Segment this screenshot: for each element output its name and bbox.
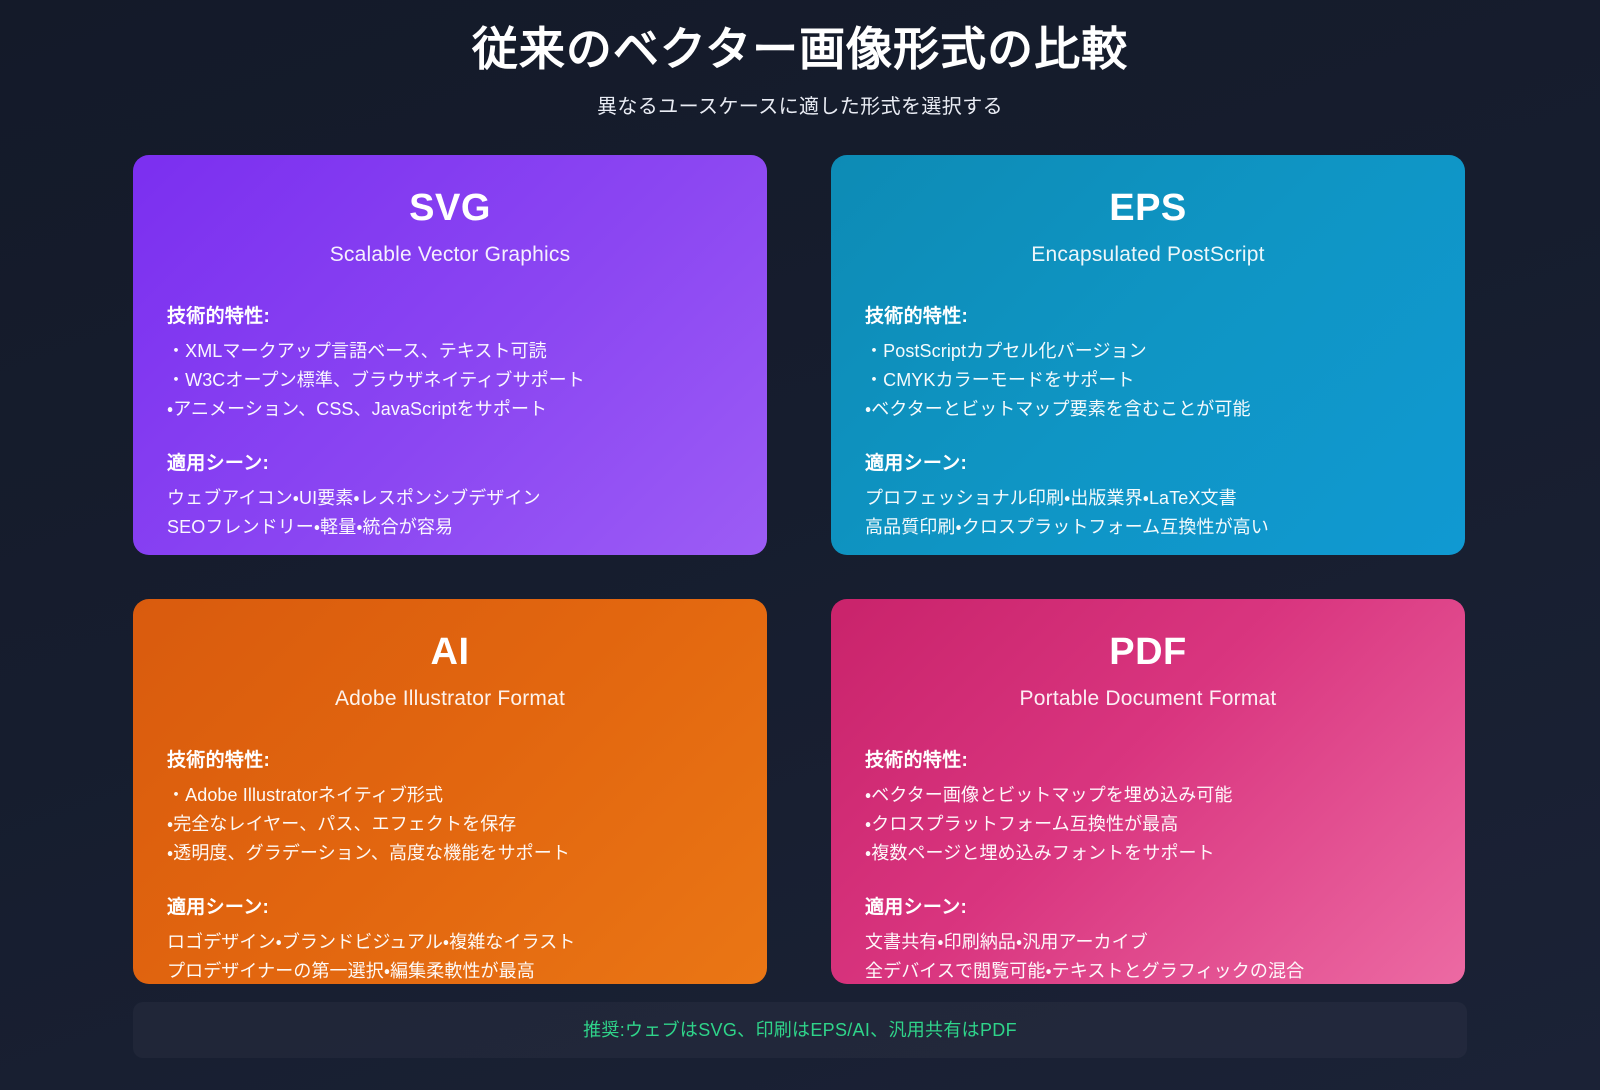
card-header-eps: EPS Encapsulated PostScript — [865, 185, 1431, 267]
feature-item: ・透明度、グラデーション、高度な機能をサポート — [167, 843, 570, 864]
format-card-svg[interactable]: SVG Scalable Vector Graphics 技術的特性: ・XML… — [133, 155, 767, 556]
features-label-svg: 技術的特性: — [167, 305, 271, 327]
feature-item: ・W3Cオープン標準、ブラウザネイティブサポート — [167, 369, 585, 390]
feature-item: ・複数ページと埋め込みフォントをサポート — [865, 843, 1215, 864]
usecases-list-ai: ロゴデザイン・ブランドビジュアル・複雑なイラスト プロデザイナーの第一選択・編集… — [167, 928, 733, 984]
card-body-svg: 技術的特性: ・XMLマークアップ言語ベース、テキスト可読 ・W3Cオープン標準… — [167, 301, 733, 543]
usecases-label-svg: 適用シーン: — [167, 453, 270, 475]
format-fullname-svg: Scalable Vector Graphics — [329, 242, 571, 266]
usecases-label-ai: 適用シーン: — [167, 897, 270, 919]
format-code-svg: SVG — [409, 187, 491, 230]
format-fullname-ai: Adobe Illustrator Format — [334, 686, 566, 710]
usecase-item: 文書共有・印刷納品・汎用アーカイブ — [865, 932, 1148, 953]
usecase-item: 全デバイスで閲覧可能・テキストとグラフィックの混合 — [865, 961, 1305, 982]
recommendation-note: 推奨:ウェブはSVG、印刷はEPS/AI、汎用共有はPDF — [583, 1020, 1017, 1041]
feature-item: ・ベクターとビットマップ要素を含むことが可能 — [865, 399, 1251, 420]
feature-item: ・CMYKカラーモードをサポート — [865, 369, 1135, 390]
page-title: 従来のベクター画像形式の比較 — [471, 23, 1129, 75]
card-body-ai: 技術的特性: ・Adobe Illustratorネイティブ形式 ・完全なレイヤ… — [167, 745, 733, 985]
usecase-item: ロゴデザイン・ブランドビジュアル・複雑なイラスト — [167, 932, 576, 953]
format-card-eps[interactable]: EPS Encapsulated PostScript 技術的特性: ・Post… — [831, 155, 1465, 556]
features-list-pdf: ・ベクター画像とビットマップを埋め込み可能 ・クロスプラットフォーム互換性が最高… — [865, 781, 1431, 868]
usecase-item: SEOフレンドリー・軽量・統合が容易 — [167, 517, 454, 538]
usecases-list-svg: ウェブアイコン・UI要素・レスポンシブデザイン SEOフレンドリー・軽量・統合が… — [167, 484, 733, 542]
card-header-svg: SVG Scalable Vector Graphics — [167, 185, 733, 267]
features-list-svg: ・XMLマークアップ言語ベース、テキスト可読 ・W3Cオープン標準、ブラウザネイ… — [167, 337, 733, 424]
page-subtitle: 異なるユースケースに適した形式を選択する — [597, 96, 1003, 119]
usecases-list-pdf: 文書共有・印刷納品・汎用アーカイブ 全デバイスで閲覧可能・テキストとグラフィック… — [865, 928, 1431, 984]
usecase-item: プロデザイナーの第一選択・編集柔軟性が最高 — [167, 961, 535, 982]
features-list-eps: ・PostScriptカプセル化バージョン ・CMYKカラーモードをサポート ・… — [865, 337, 1431, 424]
features-label-ai: 技術的特性: — [167, 749, 271, 771]
usecases-list-eps: プロフェッショナル印刷・出版業界・LaTeX文書 高品質印刷・クロスプラットフォ… — [865, 484, 1431, 542]
features-list-ai: ・Adobe Illustratorネイティブ形式 ・完全なレイヤー、パス、エフ… — [167, 781, 733, 868]
usecases-label-eps: 適用シーン: — [865, 453, 968, 475]
feature-item: ・ベクター画像とビットマップを埋め込み可能 — [865, 784, 1233, 805]
format-card-ai[interactable]: AI Adobe Illustrator Format 技術的特性: ・Adob… — [133, 599, 767, 985]
usecase-item: 高品質印刷・クロスプラットフォーム互換性が高い — [865, 517, 1269, 538]
card-header-ai: AI Adobe Illustrator Format — [167, 629, 733, 711]
card-body-eps: 技術的特性: ・PostScriptカプセル化バージョン ・CMYKカラーモード… — [865, 301, 1431, 543]
features-label-pdf: 技術的特性: — [865, 749, 969, 771]
feature-item: ・アニメーション、CSS、JavaScriptをサポート — [167, 399, 548, 420]
card-body-pdf: 技術的特性: ・ベクター画像とビットマップを埋め込み可能 ・クロスプラットフォー… — [865, 745, 1431, 985]
card-header-pdf: PDF Portable Document Format — [865, 629, 1431, 711]
format-code-eps: EPS — [1109, 187, 1187, 230]
feature-item: ・XMLマークアップ言語ベース、テキスト可読 — [167, 340, 547, 361]
format-code-pdf: PDF — [1109, 631, 1187, 674]
usecase-item: プロフェッショナル印刷・出版業界・LaTeX文書 — [865, 488, 1237, 509]
page-header: 従来のベクター画像形式の比較 異なるユースケースに適した形式を選択する — [0, 0, 1600, 119]
usecase-item: ウェブアイコン・UI要素・レスポンシブデザイン — [167, 488, 541, 509]
usecases-label-pdf: 適用シーン: — [865, 897, 968, 919]
feature-item: ・PostScriptカプセル化バージョン — [865, 340, 1147, 361]
format-fullname-eps: Encapsulated PostScript — [1031, 242, 1265, 266]
feature-item: ・Adobe Illustratorネイティブ形式 — [167, 784, 444, 805]
format-card-pdf[interactable]: PDF Portable Document Format 技術的特性: ・ベクタ… — [831, 599, 1465, 985]
format-code-ai: AI — [430, 631, 470, 674]
feature-item: ・クロスプラットフォーム互換性が最高 — [865, 813, 1179, 834]
format-fullname-pdf: Portable Document Format — [1019, 686, 1277, 710]
feature-item: ・完全なレイヤー、パス、エフェクトを保存 — [167, 813, 517, 834]
features-label-eps: 技術的特性: — [865, 305, 969, 327]
recommendation-banner: 推奨:ウェブはSVG、印刷はEPS/AI、汎用共有はPDF — [133, 1002, 1467, 1058]
format-card-grid: SVG Scalable Vector Graphics 技術的特性: ・XML… — [133, 155, 1467, 985]
